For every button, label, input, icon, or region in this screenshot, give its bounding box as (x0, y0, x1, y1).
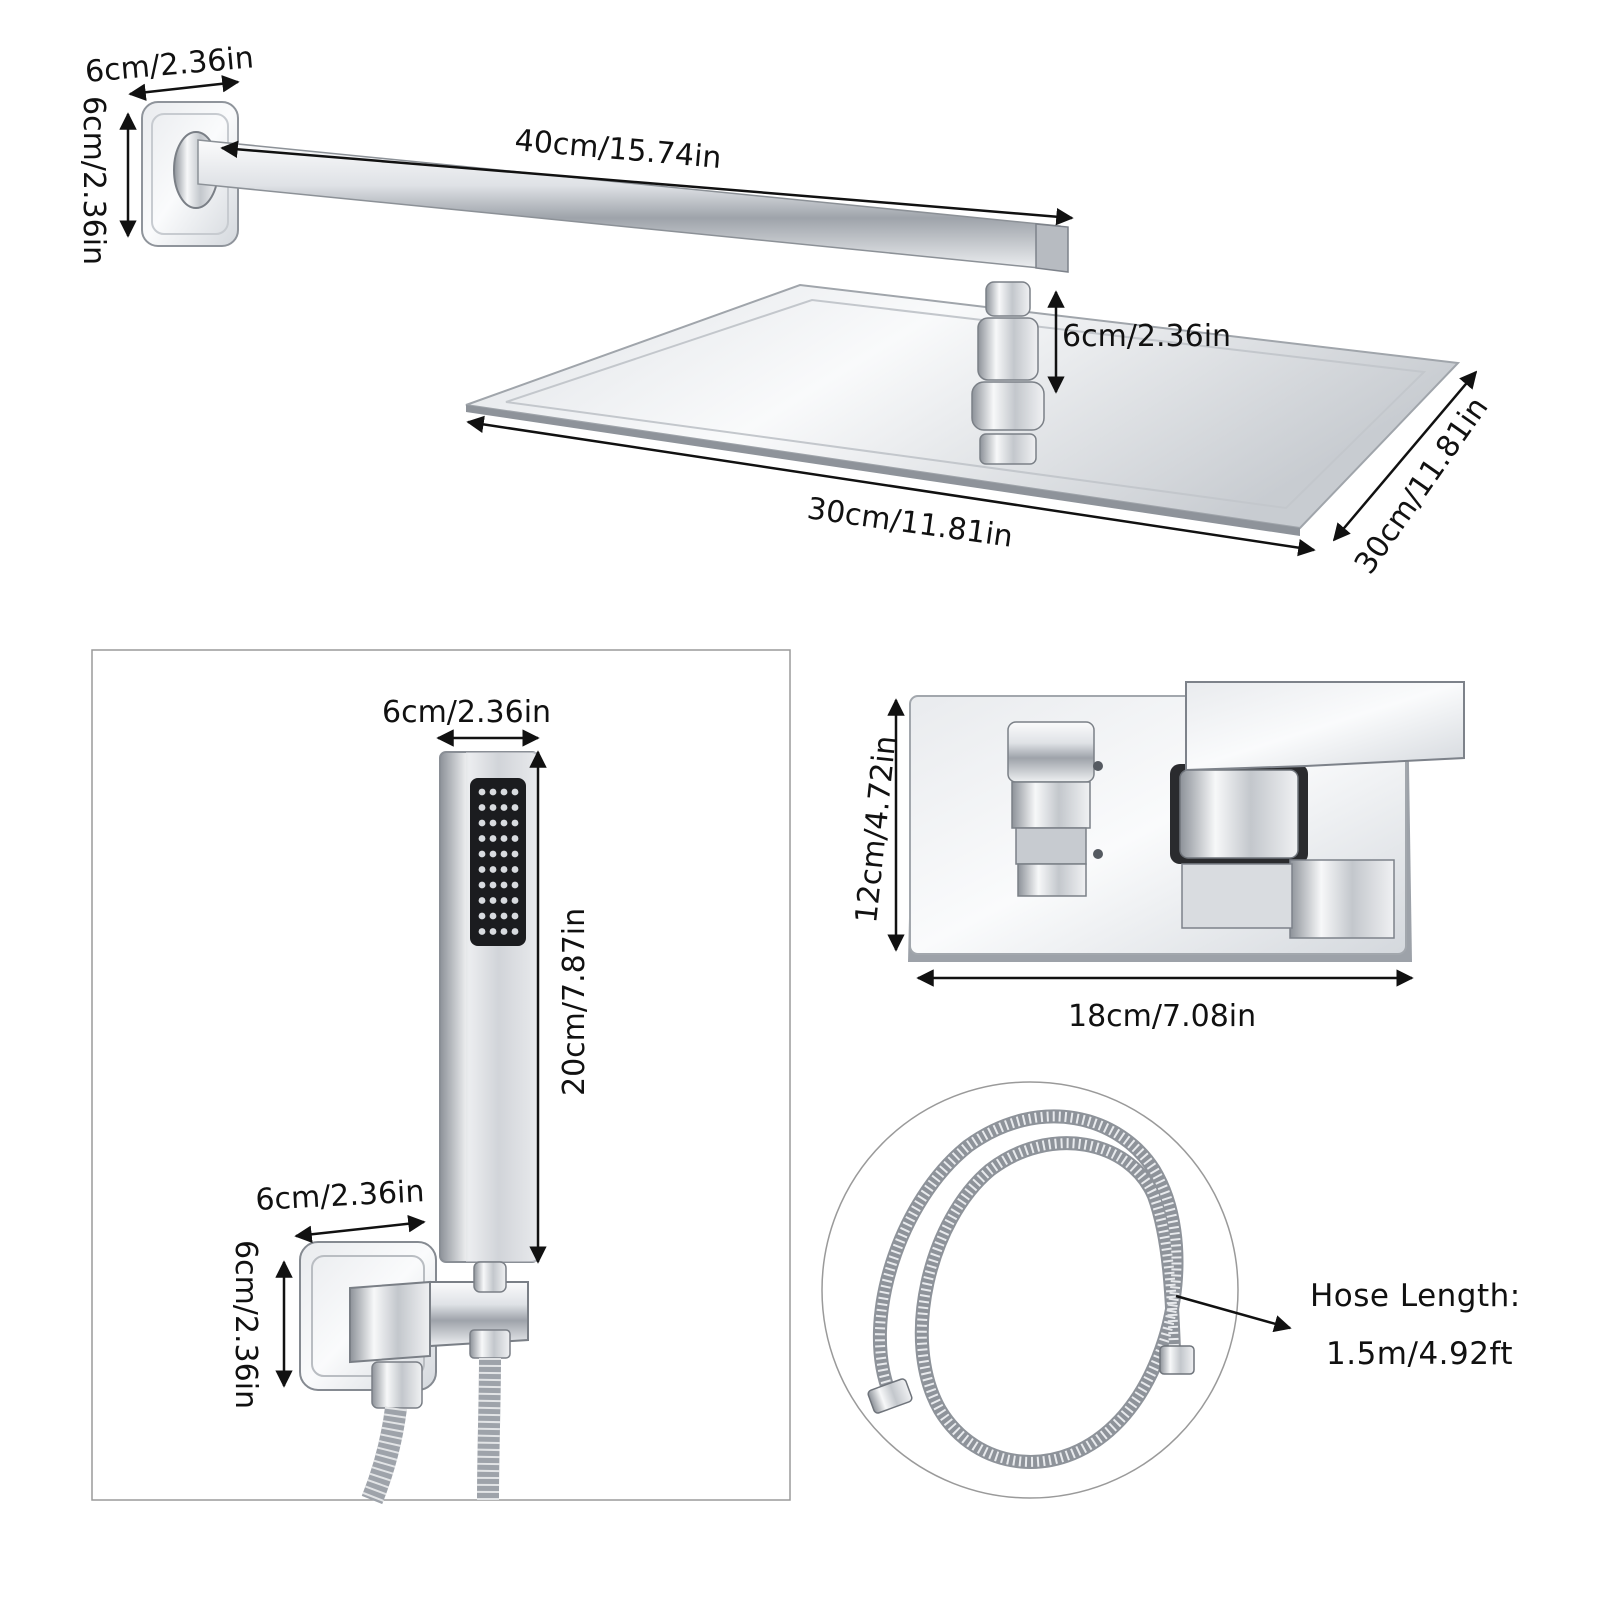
spray-nozzle (478, 850, 486, 858)
mixer-lever (1185, 681, 1465, 772)
dim-handheld-width-label: 6cm/2.36in (382, 695, 551, 730)
spray-nozzle (478, 928, 486, 935)
spray-nozzle (489, 928, 497, 935)
spray-nozzle (489, 897, 497, 904)
spray-nozzle (511, 850, 519, 858)
lever-mixer (1170, 681, 1465, 939)
shower-head-plate (465, 283, 1461, 530)
spray-nozzle (500, 866, 508, 873)
spray-nozzle (478, 788, 486, 796)
hose-pointer-line (1175, 1294, 1292, 1333)
hose-stubs (361, 1357, 501, 1505)
spray-nozzle (500, 912, 508, 920)
dim-arm-length-label: 40cm/15.74in (513, 123, 722, 176)
handheld-shower (439, 751, 539, 1263)
mixer-base (1181, 863, 1293, 929)
hose-stub-right-rings (477, 1357, 501, 1501)
spray-nozzle (478, 897, 486, 904)
dim-head-width-line (466, 415, 1316, 557)
spray-nozzle (500, 850, 508, 858)
spray-nozzle (478, 912, 486, 920)
spray-nozzle (478, 804, 486, 811)
dim-handheld-length-label: 20cm/7.87in (557, 908, 592, 1096)
dim-holder-height-label: 6cm/2.36in (228, 1240, 263, 1409)
spray-nozzle (511, 928, 519, 935)
hose-end-fitting-right (1159, 1345, 1195, 1375)
spray-nozzle (500, 819, 508, 827)
dim-arm-length-line (220, 140, 1074, 226)
hose-end-fitting-left (867, 1378, 913, 1414)
spray-nozzle (478, 835, 486, 842)
dim-connector-height-label: 6cm/2.36in (1062, 319, 1231, 354)
coiled-hose (867, 1109, 1195, 1469)
spray-nozzle (511, 804, 519, 811)
hose-coil-rings (874, 1111, 1182, 1467)
holder-bracket (349, 1280, 431, 1364)
spray-nozzle (500, 881, 508, 889)
spray-nozzle (489, 788, 497, 796)
spray-nozzle (500, 835, 508, 842)
spray-nozzle (489, 804, 497, 811)
spray-nozzle (511, 819, 519, 827)
spray-nozzle (511, 866, 519, 873)
hose-length-value: 1.5m/4.92ft (1326, 1336, 1513, 1372)
shower-arm-end (1035, 223, 1069, 273)
spray-nozzle (478, 819, 486, 827)
diverter-knob (1007, 721, 1103, 897)
spray-nozzle (489, 866, 497, 873)
dim-head-depth-line (1332, 370, 1478, 542)
dim-valve-width-label: 18cm/7.08in (1068, 999, 1256, 1034)
dim-arm-base-width-line (128, 75, 240, 101)
mixer-valve (908, 681, 1465, 962)
hose-length-title: Hose Length: (1310, 1278, 1521, 1314)
handheld-cone (473, 1261, 507, 1293)
spray-nozzle (511, 788, 519, 796)
handheld-nut (469, 1329, 511, 1359)
spray-nozzle (500, 804, 508, 811)
spray-nozzle (478, 866, 486, 873)
spray-nozzle (500, 788, 508, 796)
spray-nozzle (489, 819, 497, 827)
handheld-spray-face (470, 778, 526, 946)
spray-nozzle (500, 897, 508, 904)
spray-nozzle (511, 897, 519, 904)
holder-nut (371, 1361, 423, 1409)
wall-arm-assembly (141, 101, 1069, 273)
dim-holder-width-line (294, 1215, 426, 1243)
mixer-body-chrome (1179, 769, 1299, 859)
spray-nozzle (478, 881, 486, 889)
spray-nozzle (500, 928, 508, 935)
spray-nozzle (489, 912, 497, 920)
spray-nozzle (511, 912, 519, 920)
mixer-trim (1289, 859, 1395, 939)
spray-nozzle (489, 850, 497, 858)
hose-stub-left-rings (361, 1406, 407, 1505)
dim-arm-base-height-label: 6cm/2.36in (76, 96, 111, 265)
wall-holder (299, 1241, 529, 1409)
spray-nozzle (511, 835, 519, 842)
spray-nozzle (489, 881, 497, 889)
spray-nozzles (478, 788, 519, 935)
spray-nozzle (489, 835, 497, 842)
spray-nozzle (511, 881, 519, 889)
